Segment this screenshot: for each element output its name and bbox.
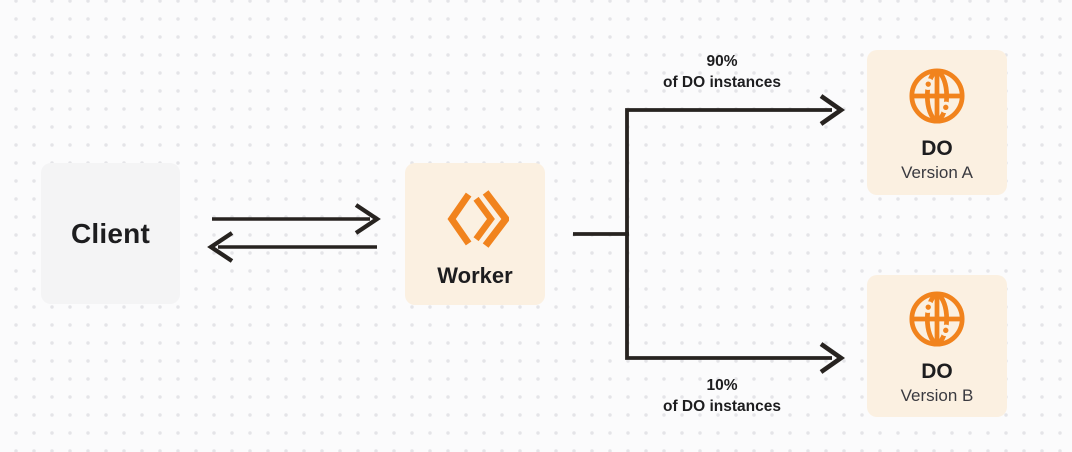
split-top-label: 90% of DO instances — [622, 51, 822, 93]
do-b-title: DO — [921, 360, 953, 384]
client-label: Client — [71, 217, 150, 249]
do-version-a-node: DO Version A — [867, 50, 1007, 195]
worker-label: Worker — [437, 263, 513, 288]
worker-split-connector — [573, 108, 832, 360]
split-bottom-percent: 10% — [706, 377, 738, 394]
split-to-do-b-arrowhead — [819, 342, 846, 374]
do-b-subtitle: Version B — [900, 386, 974, 406]
globe-icon — [909, 291, 965, 347]
split-to-do-a-arrowhead — [819, 94, 846, 126]
do-version-b-node: DO Version B — [867, 275, 1007, 417]
do-a-subtitle: Version A — [901, 162, 973, 182]
workers-chevrons-icon — [447, 190, 509, 248]
split-bottom-caption: of DO instances — [663, 398, 781, 415]
client-node: Client — [41, 163, 180, 304]
worker-to-client-arrow — [207, 231, 377, 263]
globe-icon — [909, 68, 965, 124]
worker-node: Worker — [405, 163, 545, 305]
client-to-worker-arrow — [212, 203, 381, 235]
split-top-percent: 90% — [706, 53, 738, 70]
split-top-caption: of DO instances — [663, 74, 781, 91]
split-bottom-label: 10% of DO instances — [622, 375, 822, 417]
do-a-title: DO — [921, 136, 953, 160]
